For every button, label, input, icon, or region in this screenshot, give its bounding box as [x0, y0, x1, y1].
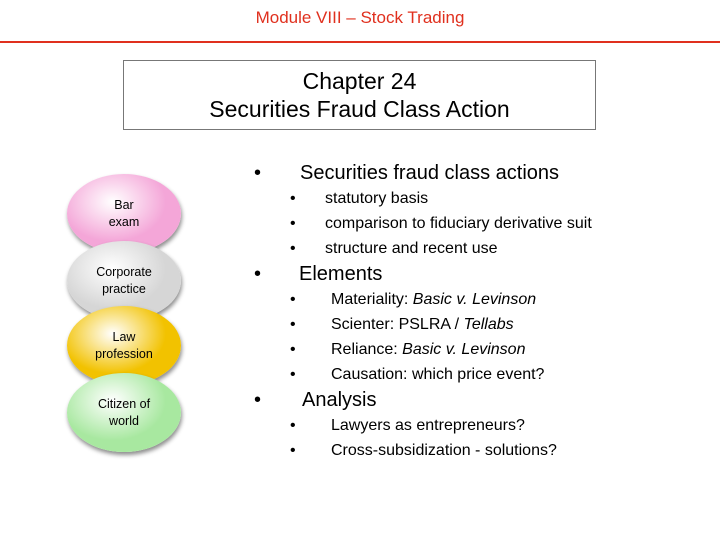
bullet-glyph: •: [290, 291, 296, 308]
circle-label: Corporate: [96, 264, 152, 279]
bullet-glyph: •: [290, 316, 296, 333]
bullet-item: •statutory basis: [250, 186, 710, 211]
header-divider: [0, 41, 720, 43]
bullet-glyph: •: [290, 240, 296, 257]
circle-bar-exam: Bar exam: [67, 174, 181, 253]
bullet-item: •Causation: which price event?: [250, 362, 710, 387]
circle-corporate-practice: Corporate practice: [67, 241, 181, 320]
bullet-item: •structure and recent use: [250, 236, 710, 261]
bullet-heading: •Analysis: [254, 389, 377, 411]
bullet-item: •Scienter: PSLRA / Tellabs: [250, 312, 710, 337]
bullet-glyph: •: [290, 366, 296, 383]
circle-law-profession: Law profession: [67, 306, 181, 385]
bullet-item: •Materiality: Basic v. Levinson: [250, 287, 710, 312]
circle-label: world: [109, 413, 139, 428]
module-title: Module VIII – Stock Trading: [255, 8, 465, 27]
bullet-glyph: •: [290, 215, 296, 232]
circle-citizen-of-world: Citizen of world: [67, 373, 181, 452]
chapter-title: Chapter 24: [302, 68, 417, 94]
bullet-item: •Lawyers as entrepreneurs?: [250, 413, 710, 438]
circle-label: Law: [112, 329, 136, 344]
chapter-title-box: Chapter 24 Securities Fraud Class Action: [123, 60, 596, 130]
bullet-glyph: •: [290, 417, 296, 434]
bullet-glyph: •: [254, 389, 262, 411]
circle-label: Citizen of: [97, 396, 151, 411]
bullet-list: •Securities fraud class actions •statuto…: [250, 160, 710, 463]
bullet-heading: •Securities fraud class actions: [254, 162, 560, 184]
bullet-glyph: •: [254, 263, 262, 285]
bullet-glyph: •: [290, 341, 296, 358]
bullet-glyph: •: [290, 442, 296, 459]
bullet-item: •Reliance: Basic v. Levinson: [250, 337, 710, 362]
circle-label: Bar: [114, 197, 134, 212]
bullet-glyph: •: [290, 190, 296, 207]
bullet-glyph: •: [254, 162, 262, 184]
chapter-subtitle: Securities Fraud Class Action: [209, 96, 510, 122]
bullet-item: •Cross-subsidization - solutions?: [250, 438, 710, 463]
circle-label: profession: [95, 346, 153, 361]
circle-label: practice: [102, 281, 146, 296]
circle-label: exam: [108, 214, 140, 229]
bullet-item: •comparison to fiduciary derivative suit: [250, 211, 710, 236]
bullet-heading: •Elements: [254, 263, 383, 285]
